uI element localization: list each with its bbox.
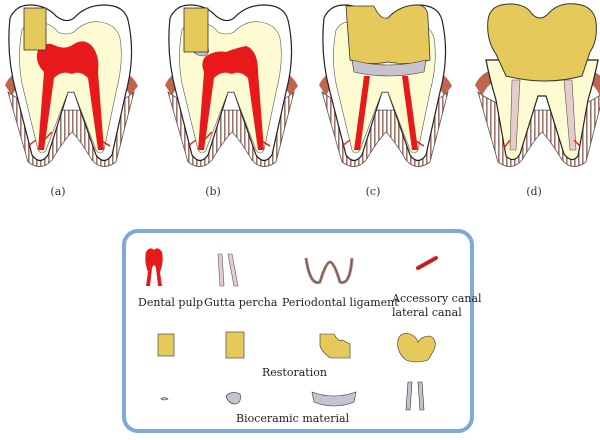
dental-pulp	[198, 46, 264, 150]
bioceramic-material	[351, 59, 427, 77]
tooth-panel-a	[5, 4, 138, 167]
legend-gutta-percha-icon	[217, 253, 239, 287]
legend-label-periodontal-ligament: Periodontal ligament	[282, 296, 399, 309]
legend-restoration-medium-icon	[225, 331, 245, 359]
legend-accessory-canal-outline-icon	[417, 257, 437, 269]
tooth-panel-d	[475, 3, 600, 167]
legend-label-accessory-canal: Accessory canal lateral canal	[392, 292, 482, 319]
legend-label-bioceramic: Bioceramic material	[236, 412, 350, 425]
legend-label-restoration: Restoration	[262, 366, 327, 379]
restoration-block	[183, 7, 209, 53]
restoration-block	[345, 4, 431, 64]
legend-restoration-crown-icon	[319, 333, 351, 359]
legend-bioceramic-small-icon	[225, 392, 241, 405]
legend-periodontal-ligament-icon	[304, 257, 354, 284]
legend-box	[122, 229, 474, 433]
restoration-block	[487, 3, 597, 82]
legend-label-gutta-percha: Gutta percha	[204, 296, 278, 309]
restoration-block	[23, 7, 47, 51]
dental-pulp	[36, 41, 104, 150]
panel-label-c: (c)	[365, 185, 381, 198]
legend-restoration-full-crown-icon	[397, 333, 436, 363]
legend-label-dental-pulp: Dental pulp	[138, 296, 204, 309]
panel-label-d: (d)	[526, 185, 542, 198]
legend-restoration-small-icon	[157, 333, 175, 357]
gutta-percha	[509, 79, 577, 151]
accessory-canal	[341, 139, 425, 147]
legend-bioceramic-canal-icon	[405, 381, 425, 411]
legend-bioceramic-band-icon	[311, 391, 357, 407]
accessory-canal	[27, 131, 111, 147]
tooth-panel-b	[165, 4, 298, 167]
panel-label-a: (a)	[50, 185, 66, 198]
dental-pulp	[503, 139, 581, 149]
dental-pulp	[354, 76, 418, 150]
legend-bioceramic-tiny-icon	[160, 397, 169, 401]
legend-periodontal-ligament-outline-icon	[305, 257, 353, 283]
legend-dental-pulp-icon	[145, 248, 163, 286]
tooth-panel-c	[319, 4, 452, 167]
panel-label-b: (b)	[205, 185, 221, 198]
accessory-canal	[187, 131, 271, 147]
